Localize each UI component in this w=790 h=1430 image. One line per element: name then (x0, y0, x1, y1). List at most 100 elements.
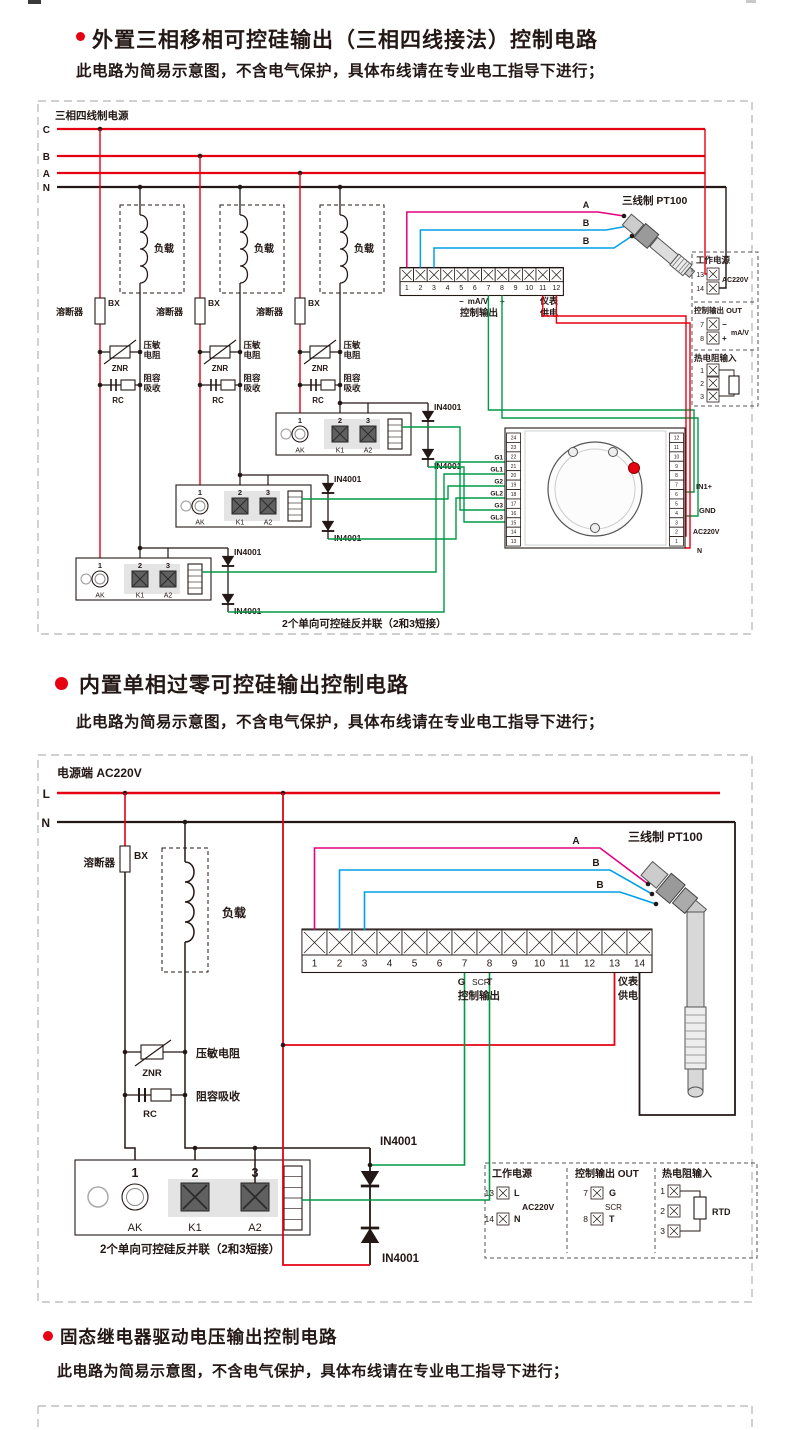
rc-label: 阻容吸收 (196, 1089, 240, 1103)
varistor-arrow (203, 339, 237, 365)
scr-terminal-name: A2 (248, 1222, 261, 1234)
load-label: 负载 (154, 242, 174, 255)
panel-term-8: 8 (700, 336, 704, 343)
scr-terminal-name: K1 (336, 448, 345, 455)
fuse-label: 溶断器 (84, 856, 116, 869)
terminal-number: 12 (674, 436, 680, 442)
fuse (194, 297, 206, 325)
scr-module: 1 2 3 AK K1 A2 (74, 1159, 311, 1236)
wire-meter-l (283, 972, 616, 1046)
legend-panel-2: 工作电源 13 L AC220V 14 N 控制输出 OUT 7 G SCR 8… (484, 1162, 758, 1259)
terminal-number: 8 (487, 959, 493, 970)
wire-l-loop (282, 793, 370, 1266)
diode-label: IN4001 (434, 402, 462, 412)
pt100-label: 三线制 PT100 (628, 829, 703, 844)
top-crop-mark-left (28, 0, 41, 4)
rc-resistor (150, 1088, 172, 1102)
panel-out-title: 控制输出 OUT (575, 1167, 639, 1180)
section1-subtitle: 此电路为简易示意图，不含电气保护，具体布线请在专业电工指导下进行； (76, 63, 605, 80)
gate-label: GL1 (490, 467, 503, 474)
terminal-screw-x (403, 931, 426, 954)
section1-note: 2个单向可控硅反并联（2和3短接） (282, 617, 447, 630)
rc-label-1: 阻容 (343, 373, 361, 383)
scr-terminal-num: 1 (298, 416, 302, 425)
gate-label: G3 (494, 503, 503, 510)
pt100-group: A B B 三线制 PT100 (313, 829, 708, 1098)
load-branch: 负载 (161, 822, 246, 1183)
load-box (161, 847, 209, 973)
rc-code: RC (212, 396, 224, 405)
terminal-screw-x (428, 931, 451, 954)
varistor-code: ZNR (142, 1068, 162, 1079)
gate-label: GL2 (490, 491, 503, 498)
terminal-number: 24 (511, 436, 517, 442)
terminal-cell (506, 536, 521, 547)
terminal-screw-x (503, 931, 526, 954)
panel-term-7: 7 (700, 322, 704, 329)
gate-wire-gl3 (428, 466, 505, 523)
scr-terminal-num: 2 (192, 1166, 199, 1180)
diode-in4001 (220, 592, 236, 605)
panel-out-title: 控制输出 OUT (694, 305, 742, 315)
terminal-number: 5 (412, 959, 418, 970)
section2-title: 内置单相过零可控硅输出控制电路 (79, 674, 409, 697)
load-label: 负载 (354, 242, 374, 255)
panel-term-1: 1 (700, 368, 704, 375)
scr-terminal-num: 2 (338, 416, 342, 425)
rc-code: RC (112, 396, 124, 405)
varistor (140, 1044, 164, 1060)
fuse-branch: 溶断器 BX (84, 793, 148, 1184)
phase-lines: C B A N (43, 125, 727, 289)
section1-bullet (76, 32, 85, 41)
three-phase-power-label: 三相四线制电源 (55, 109, 129, 122)
gate-label: G1 (494, 455, 503, 462)
section2-subtitle: 此电路为简易示意图，不含电气保护，具体布线请在专业电工指导下进行； (76, 714, 605, 731)
wire-fuse-to-ak (124, 872, 136, 1184)
terminal-screw-x (628, 931, 651, 954)
section2-dashed-frame (37, 754, 753, 1303)
phase-label-b: B (43, 152, 50, 163)
diode-in4001 (320, 519, 336, 532)
scr-terminal-num: 1 (132, 1166, 139, 1180)
panel-ac: AC220V (522, 1202, 554, 1212)
controller-in1-label: IN1+ (696, 482, 713, 491)
diode-in4001 (359, 1169, 381, 1188)
rc-resistor (220, 379, 236, 391)
line-n-label: N (41, 816, 50, 830)
panel-power-title: 工作电源 (696, 255, 731, 265)
load-box (119, 204, 185, 294)
rc-resistor (120, 379, 136, 391)
terminal-number: 1 (405, 285, 409, 292)
section3-frame (37, 1405, 753, 1430)
gate-wire-g2 (302, 485, 505, 500)
rc-label-2: 吸收 (343, 383, 361, 393)
terminal-screw-x (578, 931, 601, 954)
terminal-number: 8 (675, 473, 678, 479)
terminal-number: 7 (462, 959, 468, 970)
terminal-number: 6 (675, 492, 678, 498)
tb-meter-label-1: 仪表 (539, 295, 559, 306)
varistor-code: ZNR (312, 364, 329, 373)
pt100-group: A B B 三线制 PT100 (406, 194, 696, 278)
terminal-screw-x (528, 931, 551, 954)
terminal-screw-x (496, 269, 508, 280)
pt100-probe (640, 860, 708, 1098)
terminal-number: 3 (362, 959, 368, 970)
panel-term-2: 2 (660, 1206, 665, 1216)
terminal-screw-x (442, 269, 453, 280)
probe-thread (684, 1006, 707, 1070)
terminal-number: 2 (337, 959, 343, 970)
panel-n: N (514, 1214, 521, 1224)
panel-rtd-label: RTD (712, 1207, 731, 1217)
terminal-screw-x (553, 931, 576, 954)
terminal-number: 5 (459, 285, 463, 292)
diode-label: IN4001 (334, 474, 362, 484)
scr-terminal-name: AK (95, 593, 105, 600)
diode-label: IN4001 (234, 606, 262, 616)
scr-terminal-name: AK (128, 1222, 143, 1234)
